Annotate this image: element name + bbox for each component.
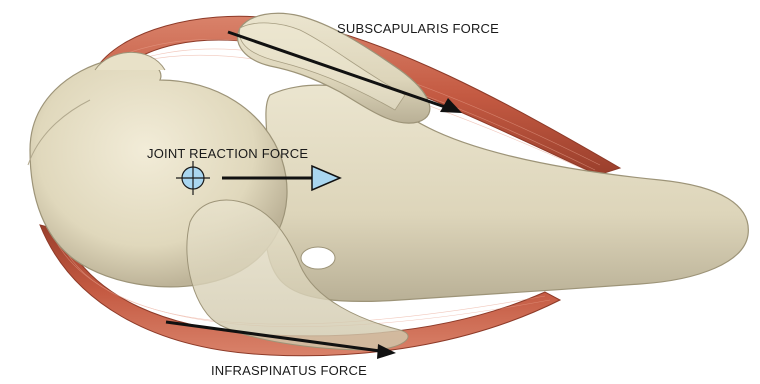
spinoglenoid-notch [301, 247, 335, 269]
infraspinatus-force-label: INFRASPINATUS FORCE [211, 363, 367, 378]
joint-reaction-force-label: JOINT REACTION FORCE [147, 146, 308, 161]
subscapularis-force-label: SUBSCAPULARIS FORCE [337, 21, 499, 36]
